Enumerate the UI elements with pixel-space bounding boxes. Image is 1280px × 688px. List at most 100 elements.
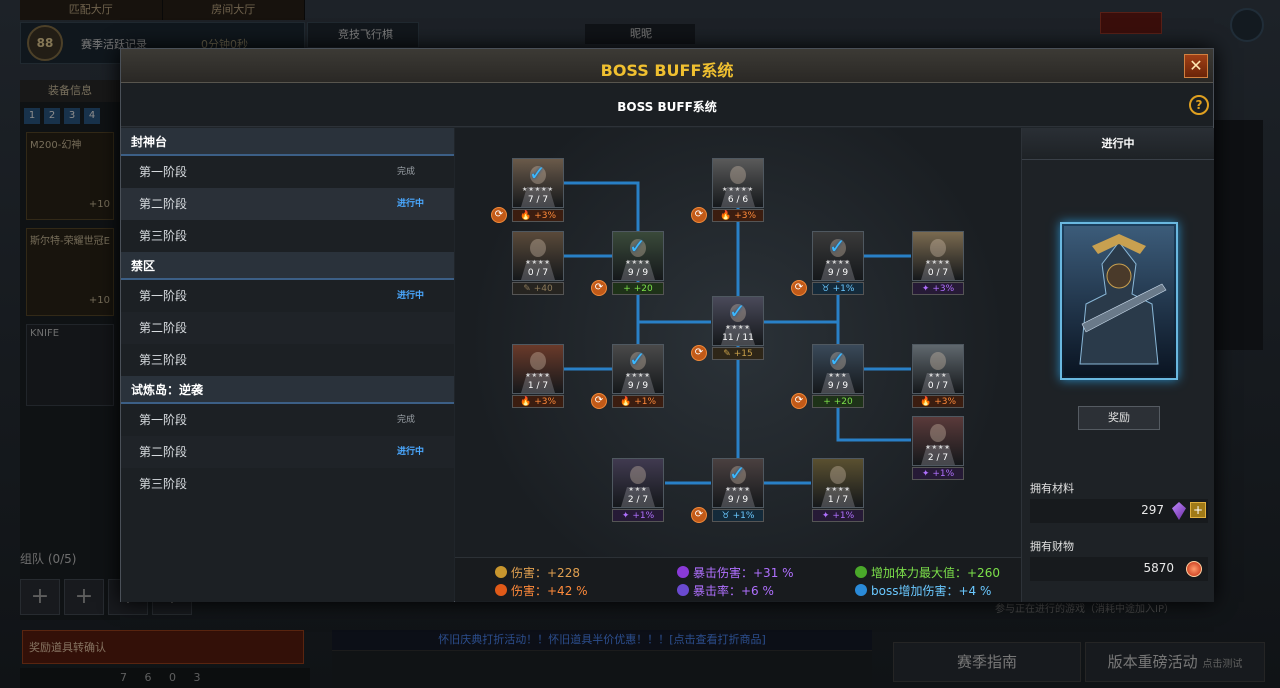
buff-value: +3%	[534, 397, 557, 407]
stage-item-selected[interactable]: 第二阶段进行中	[121, 188, 454, 220]
category-jinqu[interactable]: 禁区	[121, 252, 454, 280]
refresh-icon[interactable]: ⟳	[491, 207, 507, 223]
equip-tab-4[interactable]: 4	[84, 108, 100, 124]
buff-value: +1%	[732, 511, 755, 521]
boss-portrait	[913, 345, 963, 393]
buff-badge: ++20	[812, 395, 864, 408]
buff-node[interactable]: ★★★★0 / 7	[912, 231, 964, 281]
star-rating: ★★★★	[725, 324, 751, 331]
node-progress: 6 / 6	[727, 195, 749, 205]
news-ticker[interactable]: 怀旧庆典打折活动！！怀旧道具半价优惠！！！[点击查看打折商品]	[332, 630, 872, 650]
close-button[interactable]: ✕	[1184, 54, 1208, 78]
reward-button[interactable]: 奖励	[1078, 406, 1160, 430]
star-rating: ★★★★	[525, 259, 551, 266]
buff-node[interactable]: ✓★★★9 / 9	[812, 344, 864, 394]
knife-slot[interactable]: KNIFE	[26, 324, 114, 406]
buff-blue-icon: ♉	[821, 284, 830, 294]
equip-tab-1[interactable]: 1	[24, 108, 40, 124]
node-progress: 9 / 9	[727, 495, 749, 505]
refresh-icon[interactable]: ⟳	[591, 280, 607, 296]
buff-node[interactable]: ✓★★★★9 / 9	[712, 458, 764, 508]
add-teammate-button[interactable]: +	[64, 579, 104, 615]
stage-item[interactable]: 第三阶段	[121, 220, 454, 252]
check-icon: ✓	[529, 161, 546, 185]
tab-match-lobby[interactable]: 匹配大厅	[20, 0, 163, 20]
refresh-icon[interactable]: ⟳	[591, 393, 607, 409]
summary-crit-rate: 暴击率：+6 %	[677, 582, 774, 599]
chat-bar[interactable]	[332, 650, 872, 688]
key-icon[interactable]	[1100, 12, 1162, 34]
buff-node[interactable]: ★★★★2 / 7	[912, 416, 964, 466]
season-title: 赛季活跃记录	[81, 38, 147, 51]
buff-node[interactable]: ✓★★★★9 / 9	[812, 231, 864, 281]
equipment-title: 装备信息	[20, 80, 120, 102]
wealth-value: 5870	[1143, 561, 1174, 575]
weapon-slot-primary[interactable]: M200-幻神 +10	[26, 132, 114, 220]
buff-node[interactable]: ✓★★★★9 / 9	[612, 231, 664, 281]
flight-chess-button[interactable]: 竞技飞行棋	[307, 22, 419, 48]
stage-item[interactable]: 第二阶段进行中	[121, 436, 454, 468]
buff-value: +3%	[932, 284, 955, 294]
boss-horns-icon	[855, 584, 867, 596]
buff-node[interactable]: ★★★★0 / 7	[512, 231, 564, 281]
crit-rate-icon	[677, 584, 689, 596]
summary-boss-damage-text: boss增加伤害：+4 %	[871, 584, 992, 598]
buff-badge: ✦+3%	[912, 282, 964, 295]
wealth-box: 5870	[1030, 557, 1208, 581]
buff-node[interactable]: ★★★0 / 7	[912, 344, 964, 394]
check-icon: ✓	[829, 234, 846, 258]
boss-portrait	[513, 159, 563, 207]
boss-portrait	[913, 232, 963, 280]
star-rating: ★★★★	[625, 372, 651, 379]
boss-portrait	[913, 417, 963, 465]
boss-portrait	[713, 297, 763, 345]
category-fengshentai[interactable]: 封神台	[121, 128, 454, 156]
buff-node[interactable]: ★★★2 / 7	[612, 458, 664, 508]
equip-tab-2[interactable]: 2	[44, 108, 60, 124]
buff-node[interactable]: ★★★★1 / 7	[512, 344, 564, 394]
boss-panel: 进行中 奖励 拥有材料 297	[1021, 128, 1214, 602]
stage-item[interactable]: 第一阶段进行中	[121, 280, 454, 312]
buff-fire-icon: 🔥	[519, 397, 532, 407]
refresh-icon[interactable]: ⟳	[791, 393, 807, 409]
buff-node[interactable]: ✓★★★★11 / 11	[712, 296, 764, 346]
refresh-icon[interactable]: ⟳	[691, 507, 707, 523]
boss-status: 进行中	[1022, 128, 1214, 160]
stage-item[interactable]: 第三阶段	[121, 468, 454, 500]
stats-icon[interactable]	[1230, 8, 1264, 42]
reward-confirm-bar[interactable]: 奖励道具转确认	[22, 630, 304, 664]
refresh-icon[interactable]: ⟳	[691, 345, 707, 361]
tab-room-lobby[interactable]: 房间大厅	[162, 0, 305, 20]
stage-label: 第二阶段	[139, 197, 188, 211]
buff-purple-icon: ✦	[921, 469, 930, 479]
boss-portrait	[813, 345, 863, 393]
add-teammate-button[interactable]: +	[20, 579, 60, 615]
buff-value: +20	[833, 397, 853, 407]
buff-node[interactable]: ★★★★1 / 7	[812, 458, 864, 508]
weapon-slot-secondary[interactable]: 斯尔特-荣耀世冠E +10	[26, 228, 114, 316]
check-icon: ✓	[629, 347, 646, 371]
category-trial-island[interactable]: 试炼岛：逆袭	[121, 376, 454, 404]
stage-item[interactable]: 第二阶段	[121, 312, 454, 344]
star-rating: ★★★	[828, 372, 848, 379]
help-icon[interactable]: ?	[1189, 95, 1209, 115]
refresh-icon[interactable]: ⟳	[791, 280, 807, 296]
buff-node[interactable]: ★★★★★6 / 6	[712, 158, 764, 208]
stage-item[interactable]: 第一阶段完成	[121, 156, 454, 188]
dialog-title: BOSS BUFF系统	[600, 61, 734, 80]
stage-item[interactable]: 第一阶段完成	[121, 404, 454, 436]
version-event-sub: 点击测试	[1202, 659, 1243, 670]
equip-tab-3[interactable]: 3	[64, 108, 80, 124]
buff-node[interactable]: ✓★★★★9 / 9	[612, 344, 664, 394]
version-event-button[interactable]: 版本重磅活动 点击测试	[1085, 642, 1265, 682]
buff-purple-icon: ✦	[921, 284, 930, 294]
add-materials-button[interactable]: +	[1190, 502, 1206, 518]
level-badge: 88	[27, 25, 63, 61]
buff-summary: 伤害：+228 伤害：+42 % 暴击伤害：+31 % 暴击率：+6 % 增加体…	[455, 557, 1021, 601]
stage-item[interactable]: 第三阶段	[121, 344, 454, 376]
buff-node[interactable]: ✓★★★★★7 / 7	[512, 158, 564, 208]
season-guide-button[interactable]: 赛季指南	[893, 642, 1081, 682]
refresh-icon[interactable]: ⟳	[691, 207, 707, 223]
coin-icon	[1186, 561, 1202, 577]
